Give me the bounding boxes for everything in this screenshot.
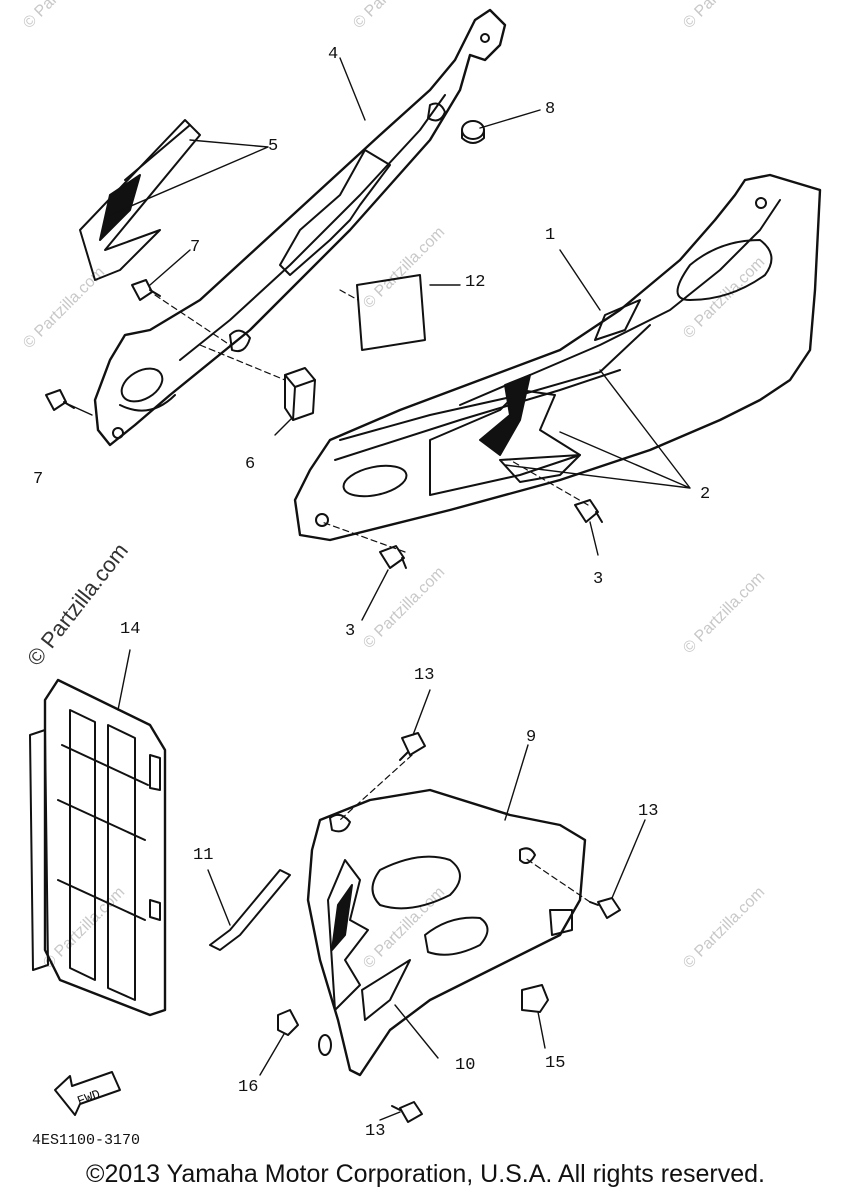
part-12-damper bbox=[356, 274, 426, 351]
callout-3: 3 bbox=[345, 622, 356, 641]
assembly-lines bbox=[154, 289, 591, 903]
part-6-damper-block bbox=[284, 367, 316, 421]
part-7-bolt-upper bbox=[131, 279, 161, 301]
part-4-side-cover bbox=[93, 8, 507, 447]
part-8-grommet bbox=[461, 120, 485, 144]
diagram-code: 4ES1100-3170 bbox=[32, 1132, 141, 1149]
callout-11: 11 bbox=[193, 846, 214, 865]
part-1-side-cover bbox=[293, 173, 822, 542]
part-3-bolt-right bbox=[574, 499, 603, 523]
callout-2: 2 bbox=[700, 485, 711, 504]
callout-1: 1 bbox=[545, 226, 556, 245]
callout-7: 7 bbox=[190, 238, 201, 257]
callout-13: 13 bbox=[414, 666, 435, 685]
callout-5: 5 bbox=[268, 137, 279, 156]
fwd-label: FWD bbox=[75, 1087, 102, 1109]
callout-13: 13 bbox=[638, 802, 659, 821]
callout-14: 14 bbox=[120, 620, 141, 639]
callout-7: 7 bbox=[33, 470, 44, 489]
part-13-bolt-bottom bbox=[391, 1101, 423, 1123]
callout-13: 13 bbox=[365, 1122, 386, 1141]
part-7-bolt-lower bbox=[45, 389, 75, 411]
callout-16: 16 bbox=[238, 1078, 259, 1097]
part-10-decal bbox=[327, 859, 411, 1021]
callout-10: 10 bbox=[455, 1056, 476, 1075]
copyright-notice: ©2013 Yamaha Motor Corporation, U.S.A. A… bbox=[86, 1160, 765, 1188]
part-15-nut bbox=[521, 984, 549, 1013]
callout-12: 12 bbox=[465, 273, 486, 292]
callout-4: 4 bbox=[328, 45, 339, 64]
part-5-graphic-decal bbox=[79, 119, 201, 281]
part-9-radiator-cover bbox=[306, 788, 587, 1077]
part-13-bolt-right bbox=[589, 897, 621, 919]
callout-3: 3 bbox=[593, 570, 604, 589]
part-11-stay bbox=[209, 869, 291, 951]
part-13-bolt-top bbox=[399, 732, 426, 761]
callout-8: 8 bbox=[545, 100, 556, 119]
callout-6: 6 bbox=[245, 455, 256, 474]
callout-9: 9 bbox=[526, 728, 537, 747]
part-3-bolt-left bbox=[379, 545, 407, 569]
part-14-radiator-guard bbox=[29, 678, 167, 1017]
part-16-clip bbox=[277, 1009, 332, 1056]
part-2-decal bbox=[429, 299, 641, 496]
leader-lines bbox=[69, 57, 691, 1121]
fwd-arrow-icon bbox=[54, 1071, 121, 1116]
callout-15: 15 bbox=[545, 1054, 566, 1073]
